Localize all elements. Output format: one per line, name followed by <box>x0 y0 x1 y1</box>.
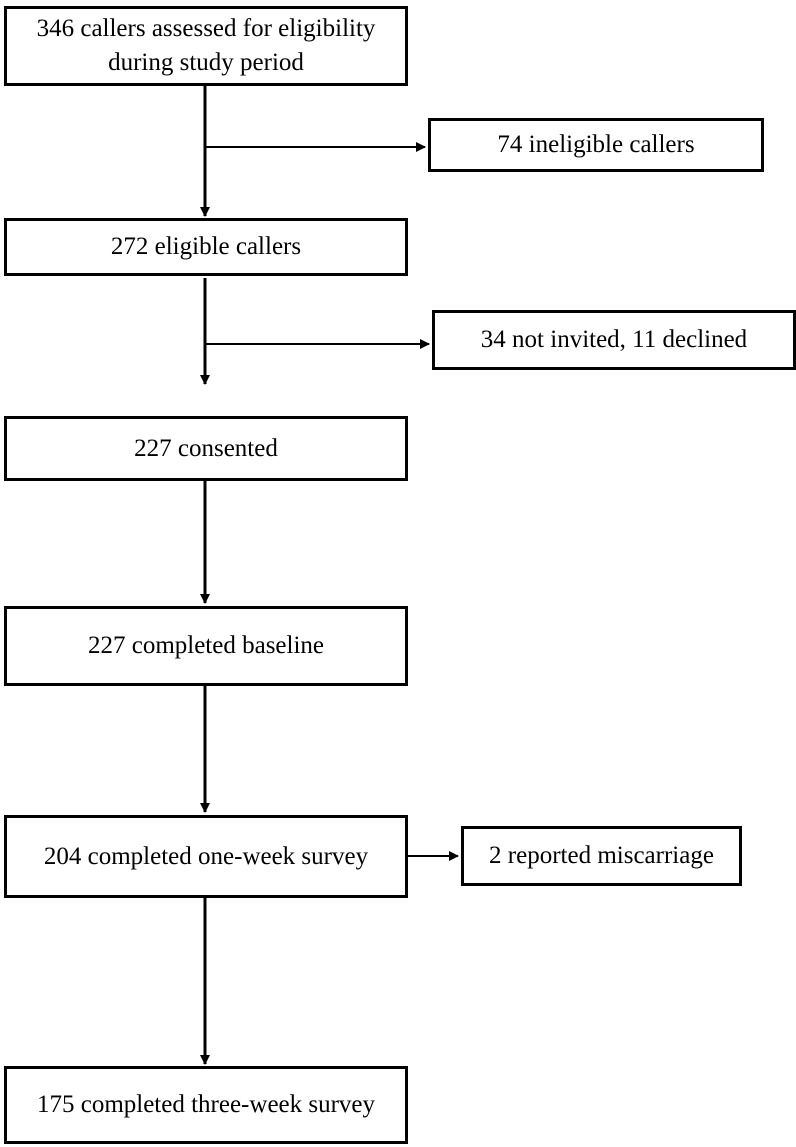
node-not-invited: 34 not invited, 11 declined <box>432 310 796 370</box>
node-ineligible: 74 ineligible callers <box>428 118 764 172</box>
node-assessed-label: 346 callers assessed for eligibility dur… <box>36 15 376 76</box>
node-not-invited-label: 34 not invited, 11 declined <box>480 326 748 353</box>
node-three-week: 175 completed three-week survey <box>4 1066 408 1144</box>
node-miscarriage-label: 2 reported miscarriage <box>489 842 714 869</box>
node-one-week: 204 completed one-week survey <box>4 815 408 898</box>
node-miscarriage: 2 reported miscarriage <box>461 826 742 886</box>
node-one-week-label: 204 completed one-week survey <box>43 842 369 870</box>
node-ineligible-label: 74 ineligible callers <box>497 131 695 158</box>
node-eligible: 272 eligible callers <box>4 218 408 276</box>
node-assessed: 346 callers assessed for eligibility dur… <box>4 6 408 86</box>
node-consented: 227 consented <box>4 416 408 481</box>
node-baseline-label: 227 completed baseline <box>87 632 325 659</box>
node-consented-label: 227 consented <box>134 434 278 462</box>
node-baseline: 227 completed baseline <box>4 606 408 686</box>
node-eligible-label: 272 eligible callers <box>110 233 302 260</box>
node-three-week-label: 175 completed three-week survey <box>36 1091 376 1118</box>
